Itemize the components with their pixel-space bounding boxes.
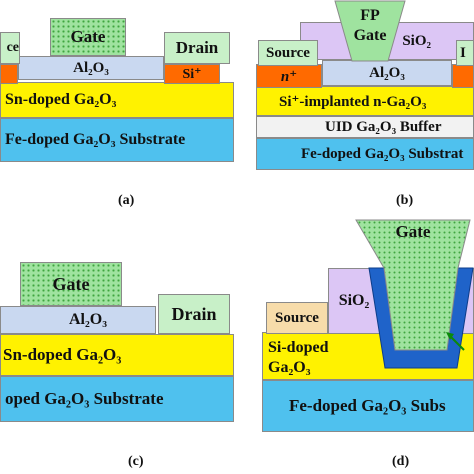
gate-label-b: Gate <box>353 27 387 44</box>
substrate-layer-c: oped Ga₂O₃ Substrate <box>0 376 234 422</box>
caption-d: (d) <box>392 454 410 469</box>
channel-label-c: Sn-doped Ga₂O₃ <box>3 345 122 364</box>
dielectric-layer-c: Al₂O₃ <box>0 306 156 334</box>
fp-gate-label-b: FP Gate <box>334 6 406 46</box>
caption-c: (c) <box>128 454 144 469</box>
implant-label-a: Si⁺ <box>182 66 202 82</box>
channel-line2-d: Ga₂O₃ <box>268 359 311 376</box>
channel-layer-b: Si⁺-implanted n-Ga₂O₃ <box>256 86 474 116</box>
trench-gate-d <box>355 219 474 369</box>
buffer-label-b: UID Ga₂O₃ Buffer <box>325 118 442 135</box>
implant-region-a: Si⁺ <box>164 64 220 84</box>
substrate-label-d: Fe-doped Ga₂O₃ Subs <box>289 396 446 415</box>
drain-label-b: I <box>460 44 466 61</box>
drain-contact-c: Drain <box>158 294 230 334</box>
channel-label-d: Si-doped Ga₂O₃ <box>268 338 328 378</box>
gate-label-c: Gate <box>52 273 90 294</box>
channel-line1-d: Si-doped <box>268 339 329 356</box>
gate-electrode-a: Gate <box>50 18 126 56</box>
n-plus-label-b: n⁺ <box>280 68 298 85</box>
sio2-label-d: SiO₂ <box>338 292 370 309</box>
drain-label-a: Drain <box>175 38 219 57</box>
gate-label-d: Gate <box>395 222 431 241</box>
channel-label-a: Sn-doped Ga₂O₃ <box>5 91 117 108</box>
dielectric-label-a: Al₂O₃ <box>73 59 109 76</box>
drain-contact-a: Drain <box>164 32 230 64</box>
buffer-layer-b: UID Ga₂O₃ Buffer <box>256 116 474 138</box>
substrate-label-a: Fe-doped Ga₂O₃ Substrate <box>5 131 186 148</box>
channel-layer-a: Sn-doped Ga₂O₃ <box>0 82 234 118</box>
channel-label-b: Si⁺-implanted n-Ga₂O₃ <box>279 93 427 110</box>
fp-gate-electrode-b <box>334 0 406 62</box>
fp-label-b: FP <box>360 7 380 24</box>
dielectric-label-c: Al₂O₃ <box>68 311 108 328</box>
dielectric-label-b: Al₂O₃ <box>369 64 405 81</box>
sio2-label-b: SiO₂ <box>402 32 431 49</box>
gate-label-a: Gate <box>70 27 106 46</box>
channel-layer-c: Sn-doped Ga₂O₃ <box>0 334 234 376</box>
liner-arrowhead-d <box>446 332 454 340</box>
drain-label-c: Drain <box>171 303 217 324</box>
substrate-layer-b: Fe-doped Ga₂O₃ Substrat <box>256 138 474 170</box>
n-plus-region-b: n⁺ <box>256 64 322 88</box>
source-label-d: Source <box>275 309 319 326</box>
gate-electrode-d <box>355 219 471 351</box>
substrate-label-c: oped Ga₂O₃ Substrate <box>5 389 164 408</box>
caption-a: (a) <box>118 193 135 208</box>
substrate-label-b: Fe-doped Ga₂O₃ Substrat <box>301 145 464 162</box>
dielectric-layer-a: Al₂O₃ <box>18 56 164 80</box>
substrate-layer-d: Fe-doped Ga₂O₃ Subs <box>262 380 474 432</box>
gate-electrode-c: Gate <box>20 262 122 306</box>
dielectric-layer-b: Al₂O₃ <box>322 60 452 86</box>
source-contact-d: Source <box>266 302 328 334</box>
source-label-a: ce <box>6 40 19 55</box>
n-plus-region-right-b <box>452 64 474 88</box>
source-contact-a: ce <box>0 32 20 64</box>
drain-contact-b: I <box>456 40 474 66</box>
implant-region-left-a <box>0 64 18 84</box>
substrate-layer-a: Fe-doped Ga₂O₃ Substrate <box>0 118 234 162</box>
caption-b: (b) <box>396 193 414 208</box>
source-label-b: Source <box>266 44 310 61</box>
source-contact-b: Source <box>258 40 318 66</box>
